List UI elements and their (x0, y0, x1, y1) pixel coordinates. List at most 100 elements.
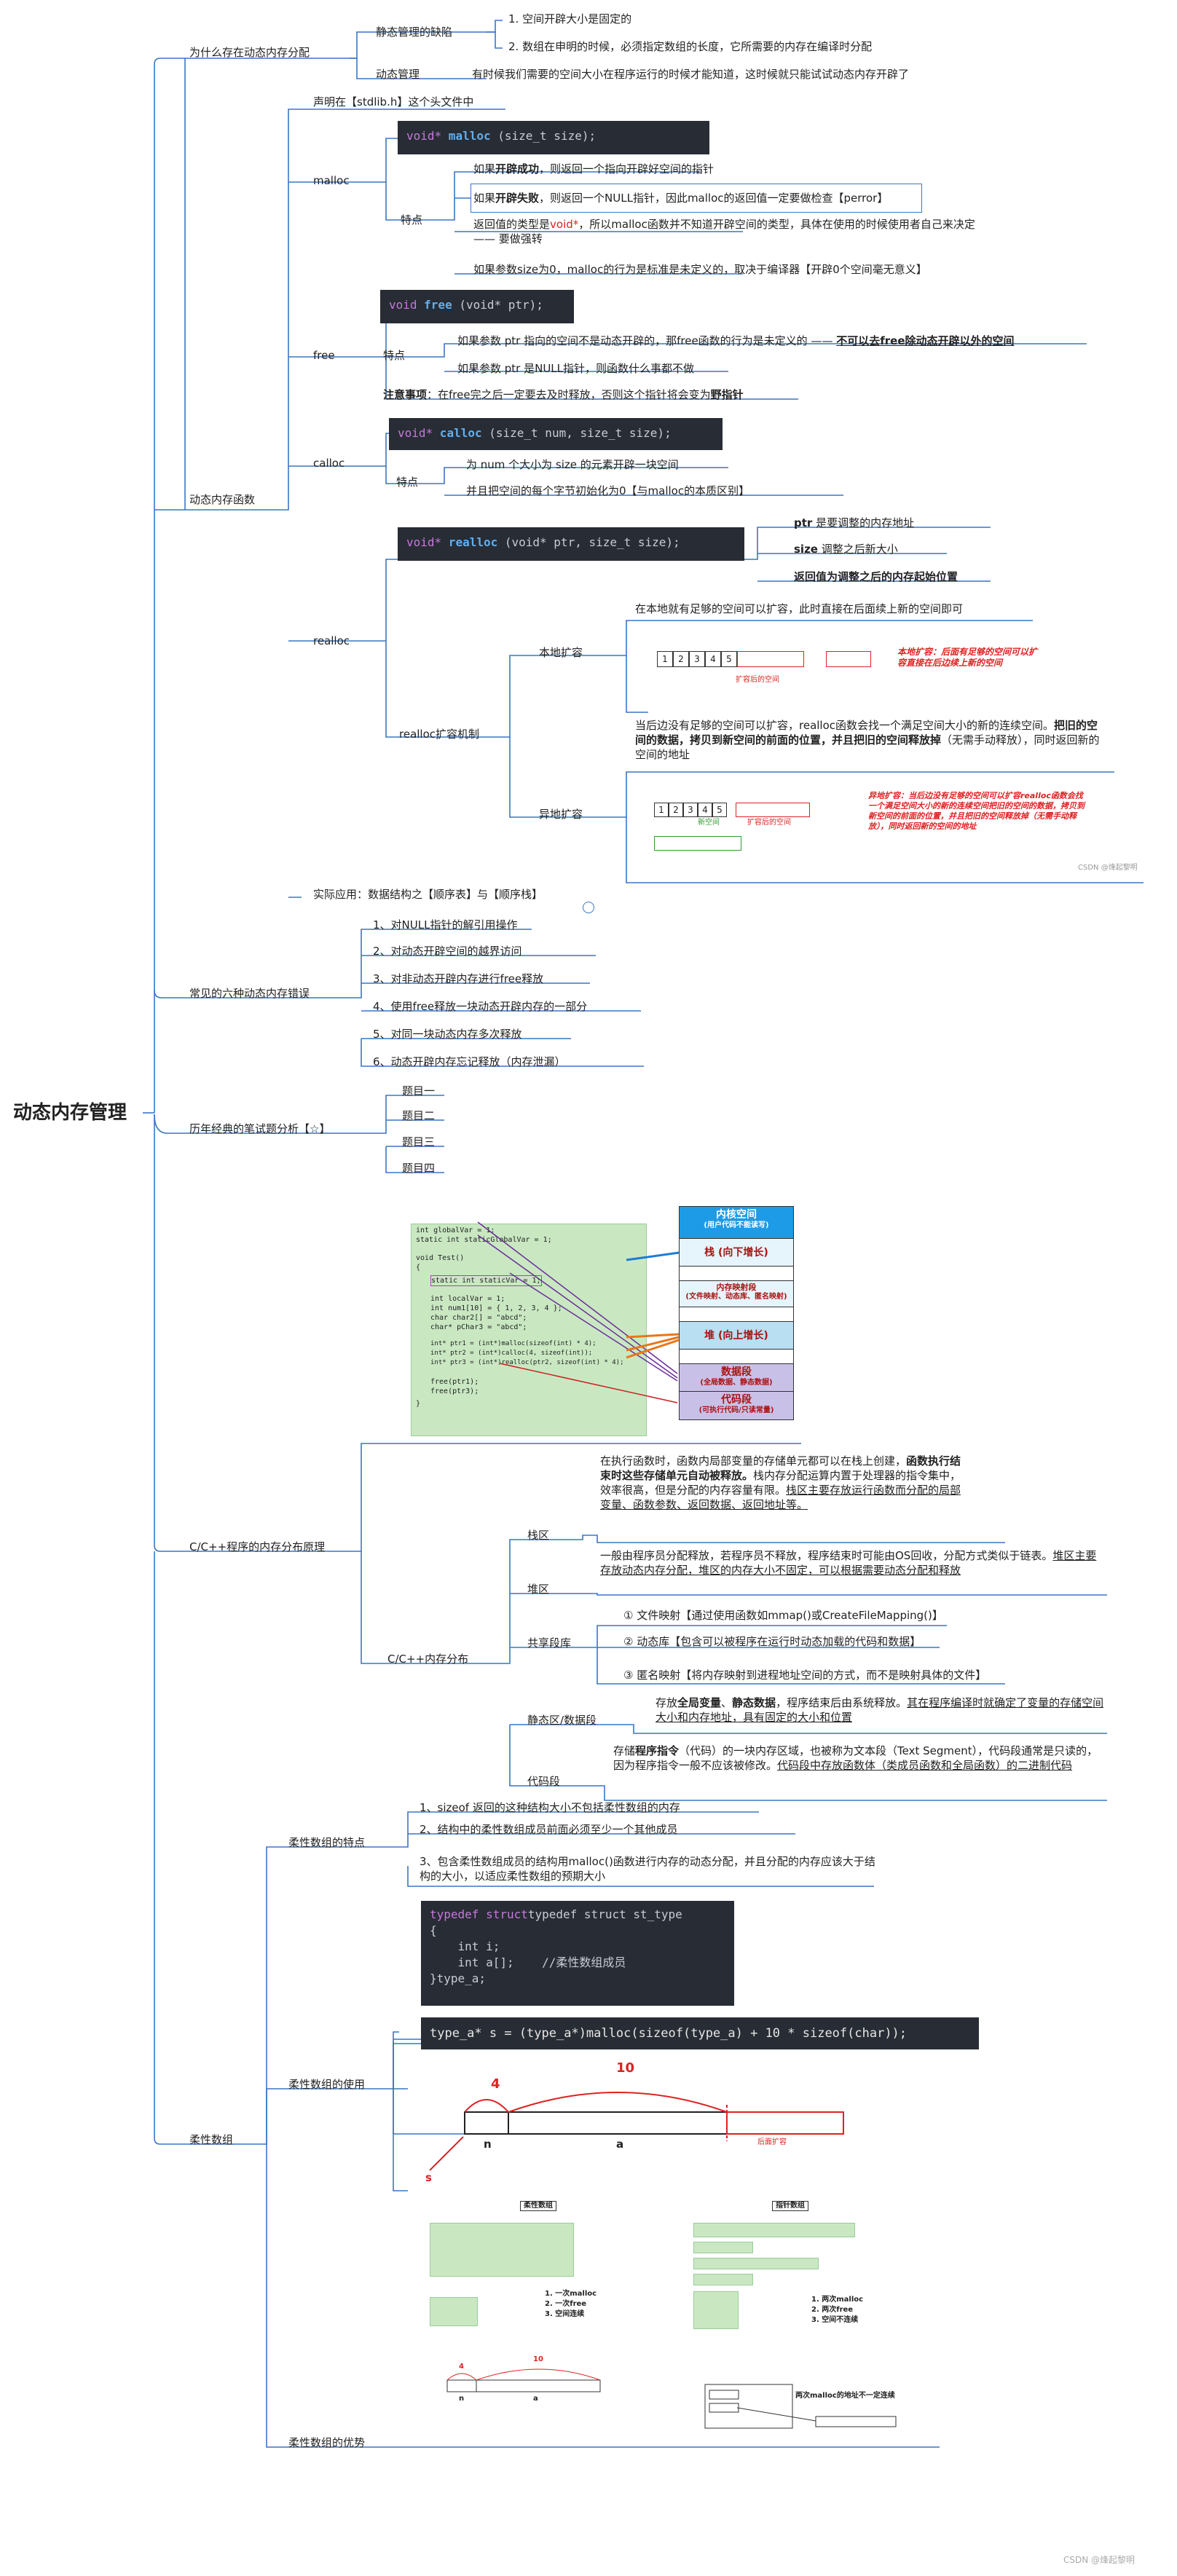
remote-desc: 当后边没有足够的空间可以扩容，realloc函数会找一个满足空间大小的新的连续空… (635, 719, 1100, 761)
static-label: 静态区/数据段 (527, 1714, 597, 1727)
code-line: char* pChar3 = "abcd"; (430, 1323, 527, 1331)
error-item: 6、动态开辟内存忘记释放（内存泄漏） (373, 1055, 566, 1068)
code-line: free(ptr1); (430, 1378, 479, 1386)
realloc-label: realloc (313, 634, 350, 647)
calloc-features: 特点 (396, 476, 419, 489)
cmp-right-code (693, 2242, 753, 2253)
realloc-ret: 返回值为调整之后的内存起始位置 (794, 570, 958, 583)
realloc-mech: realloc扩容机制 (399, 728, 480, 741)
root-title: 动态内存管理 (13, 1102, 127, 1124)
cell: 1 (657, 651, 673, 667)
code-line: int* ptr1 = (int*)malloc(sizeof(int) * 4… (430, 1340, 597, 1347)
layout-title: C/C++程序的内存分布原理 (189, 1540, 326, 1553)
local-expand: 本地扩容 (539, 646, 583, 659)
code-line: int num1[10] = { 1, 2, 3, 4 }; (430, 1304, 562, 1312)
malloc-p3: 返回值的类型是void*，所以malloc函数并不知道开辟空间的类型，具体在使用… (473, 218, 975, 245)
extend-area (737, 651, 804, 667)
malloc-p2: 如果开辟失败，则返回一个NULL指针，因此malloc的返回值一定要做检查【pe… (473, 192, 889, 205)
exam-item: 题目二 (402, 1109, 436, 1122)
cmp-right-item: 3. 空间不连续 (811, 2316, 859, 2324)
malloc-label: malloc (313, 174, 350, 187)
cmp-right-code (693, 2223, 855, 2237)
code-line: { (416, 1264, 421, 1272)
cell: 2 (673, 651, 689, 667)
free-features: 特点 (383, 349, 406, 362)
remote-expand-figure: 1 2 3 4 5 新空间 扩容后的空间 异地扩容：当后边没有足够的空间可以扩容… (645, 787, 1146, 881)
watermark: CSDN @烽起黎明 (1063, 2555, 1135, 2565)
cmp-right-item: 2. 两次free (811, 2306, 854, 2314)
cmp-left-free (430, 2297, 478, 2326)
flex-label-10: 10 (616, 2060, 635, 2076)
heap-label: 堆区 (527, 1583, 550, 1596)
flex-feat-3: 3、包含柔性数组成员的结构用malloc()函数进行内存的动态分配，并且分配的内… (420, 1855, 875, 1883)
cell: 5 (721, 651, 737, 667)
flex-feat: 柔性数组的特点 (288, 1836, 366, 1849)
memory-layout-figure: int globalVar = 1; static int staticGlob… (408, 1206, 801, 1442)
flex-label-a: a (616, 2138, 624, 2151)
code-line: } (416, 1400, 421, 1408)
flex-feat-2: 2、结构中的柔性数组成员前面必须至少一个其他成员 (420, 1823, 678, 1836)
flex-label-4: 4 (491, 2076, 500, 2092)
collapse-icon[interactable] (583, 902, 594, 913)
realloc-size: size 调整之后新大小 (794, 543, 898, 556)
static-defect: 静态管理的缺陷 (376, 25, 453, 39)
cell: 4 (698, 803, 712, 817)
flex-malloc-code: type_a* s = (type_a*)malloc(sizeof(type_… (421, 2017, 979, 2049)
cell: 1 (654, 803, 669, 817)
why-title: 为什么存在动态内存分配 (189, 46, 310, 59)
free-p1: 如果参数 ptr 指向的空间不是动态开辟的，那free函数的行为是未定义的 ——… (457, 334, 1015, 347)
shared-label: 共享段库 (527, 1636, 572, 1650)
dynamic-mgmt: 动态管理 (376, 68, 420, 81)
shared-1: ① 文件映射【通过使用函数如mmap()或CreateFileMapping()… (623, 1609, 943, 1622)
free-label: free (313, 349, 335, 362)
cmp-diagram-svg (446, 2368, 897, 2429)
flex-diagram: 4 10 n a s 后面扩容 (415, 2061, 867, 2192)
exam-title: 历年经典的笔试题分析【☆】 (189, 1122, 331, 1135)
calloc-p2: 并且把空间的每个字节初始化为0【与malloc的本质区别】 (466, 484, 750, 497)
code-line: int globalVar = 1; (416, 1226, 495, 1234)
code-line: int* ptr3 = (int*)realloc(ptr2, sizeof(i… (430, 1359, 624, 1366)
new-space (654, 836, 741, 851)
layout-sub: C/C++内存分布 (387, 1653, 469, 1666)
blocked-area (736, 803, 810, 817)
app-note: 实际应用：数据结构之【顺序表】与【顺序栈】 (313, 888, 543, 901)
exam-item: 题目三 (402, 1135, 436, 1149)
heap-desc: 一般由程序员分配释放，若程序员不释放，程序结束时可能由OS回收，分配方式类似于链… (600, 1549, 1097, 1577)
code-label: 代码段 (527, 1775, 561, 1788)
free-p2: 如果参数 ptr 是NULL指针，则函数什么事都不做 (457, 362, 695, 375)
flex-title: 柔性数组 (189, 2133, 234, 2146)
remote-expand: 异地扩容 (539, 808, 583, 821)
cmp-left-code (430, 2223, 574, 2277)
local-expand-figure: 1 2 3 4 5 扩容后的空间 本地扩容：后面有足够的空间可以扩容直接在后边续… (648, 634, 1149, 714)
cell: 5 (712, 803, 727, 817)
flex-adv: 柔性数组的优势 (288, 2436, 366, 2449)
errors-title: 常见的六种动态内存错误 (189, 987, 310, 1000)
funcs-title: 动态内存函数 (189, 493, 256, 506)
flex-struct-code: typedef structtypedef struct st_type{ in… (421, 1901, 734, 2006)
cmp-right-item: 1. 两次malloc (811, 2296, 864, 2304)
cmp-label-a: a (533, 2395, 538, 2403)
flex-compare-figure: 柔性数组 指针数组 1. 一次malloc 2. 一次free 3. 空间连续 … (422, 2198, 932, 2433)
error-item: 2、对动态开辟空间的越界访问 (373, 945, 522, 958)
mem-kernel: 内核空间(用户代码不能读写) (679, 1206, 794, 1240)
cmp-left-item: 2. 一次free (545, 2300, 587, 2308)
code-line: char char2[] = "abcd"; (430, 1314, 527, 1322)
header-note: 声明在【stdlib.h】这个头文件中 (313, 95, 474, 109)
cmp-right-free (693, 2291, 739, 2329)
local-note: 本地扩容：后面有足够的空间可以扩容直接在后边续上新的空间 (897, 647, 1038, 668)
flex-label-n: n (484, 2138, 492, 2151)
stack-label: 栈区 (527, 1529, 550, 1542)
cmp-note: 两次malloc的地址不一定连续 (795, 2392, 895, 2400)
remote-note: 异地扩容：当后边没有足够的空间可以扩容realloc函数会找一个满足空间大小的新… (868, 791, 1085, 831)
defect-2: 2. 数组在申明的时候，必须指定数组的长度，它所需要的内存在编译时分配 (508, 40, 873, 53)
malloc-signature: void* malloc (size_t size); (398, 121, 709, 154)
cell: 2 (669, 803, 683, 817)
remote-extra-label: 扩容后的空间 (747, 819, 791, 827)
error-item: 3、对非动态开辟内存进行free释放 (373, 972, 544, 985)
defect-1: 1. 空间开辟大小是固定的 (508, 12, 632, 25)
dynamic-desc: 有时候我们需要的空间大小在程序运行的时候才能知道，这时候就只能试试动态内存开辟了 (472, 68, 910, 81)
error-item: 5、对同一块动态内存多次释放 (373, 1028, 522, 1041)
free-note: 注意事项：在free完之后一定要去及时释放，否则这个指针将会变为野指针 (383, 388, 744, 401)
shared-3: ③ 匿名映射【将内存映射到进程地址空间的方式，而不是映射具体的文件】 (623, 1669, 987, 1682)
